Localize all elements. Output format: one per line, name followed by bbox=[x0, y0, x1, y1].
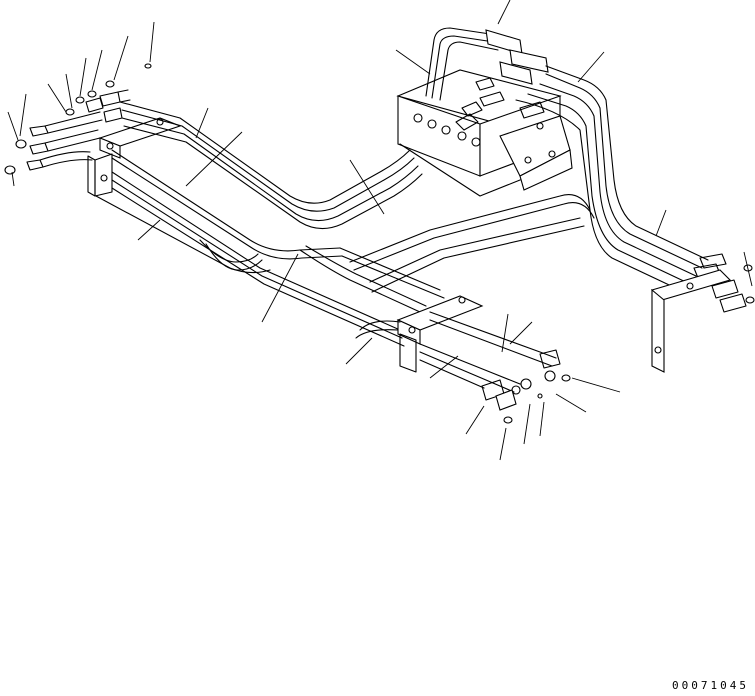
left-clamp-bracket bbox=[87, 117, 182, 197]
drawing-number: 00071045 bbox=[672, 679, 749, 692]
upper-pipe-loop bbox=[425, 27, 615, 211]
leader-lines bbox=[7, 0, 753, 461]
control-valve-block bbox=[396, 69, 573, 197]
main-pipe-bundle bbox=[95, 101, 595, 347]
left-end-fittings bbox=[4, 63, 152, 175]
lower-clamp-bracket bbox=[355, 295, 571, 424]
right-pipe-run bbox=[589, 179, 755, 373]
